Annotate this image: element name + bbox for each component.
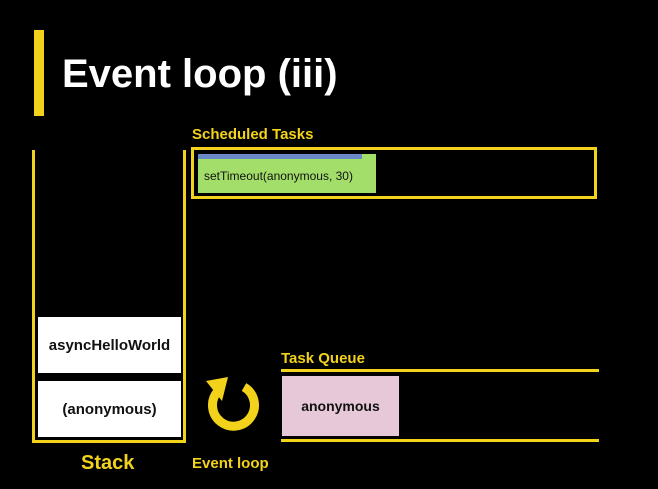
scheduled-task-item: setTimeout(anonymous, 30) (198, 154, 376, 193)
scheduled-task-text: setTimeout(anonymous, 30) (204, 169, 353, 183)
event-loop-label: Event loop (192, 455, 269, 472)
scheduled-tasks-label: Scheduled Tasks (192, 126, 314, 143)
stack-left-wall (32, 150, 35, 443)
stack-bottom-wall (32, 440, 186, 443)
loop-arrow-icon (206, 377, 259, 431)
scheduled-tasks-box (191, 147, 597, 199)
stack-frame: asyncHelloWorld (38, 317, 181, 373)
task-queue-item: anonymous (282, 376, 399, 436)
title-accent-bar (34, 30, 44, 116)
stack-right-wall (183, 150, 186, 443)
slide-title: Event loop (iii) (62, 52, 338, 96)
stack-frame: (anonymous) (38, 381, 181, 437)
stack-label: Stack (81, 452, 135, 474)
task-queue-bottom-wall (281, 439, 599, 442)
task-queue-label: Task Queue (281, 350, 365, 367)
task-queue-top-wall (281, 369, 599, 372)
timer-progress-bar (198, 154, 362, 159)
